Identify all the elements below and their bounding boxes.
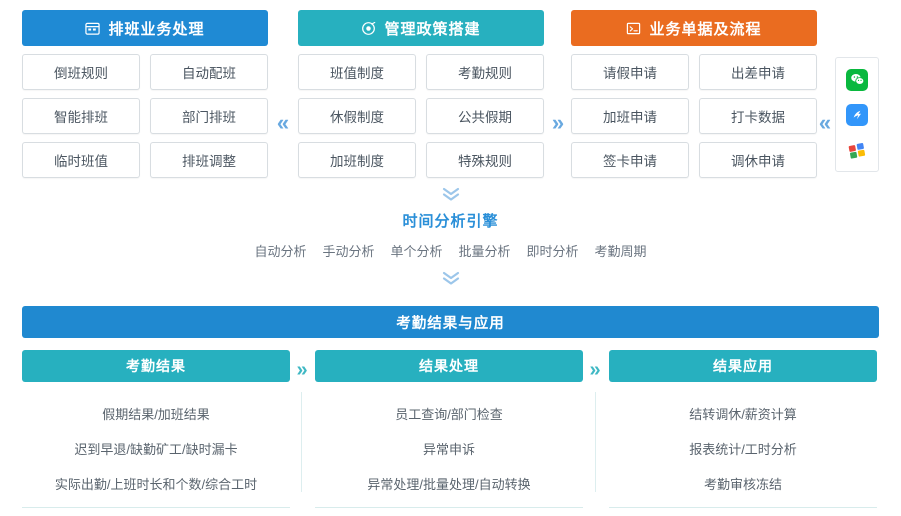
module-cells-documents: 请假申请 出差申请 加班申请 打卡数据 签卡申请 调休申请	[571, 54, 817, 178]
cell-row: 请假申请 出差申请	[571, 54, 817, 90]
engine-title: 时间分析引擎	[402, 213, 499, 230]
cell-row: 加班申请 打卡数据	[571, 98, 817, 134]
cell-item[interactable]: 出差申请	[699, 54, 817, 90]
cell-item[interactable]: 加班申请	[571, 98, 689, 134]
column-divider-1	[301, 392, 302, 492]
cell-item[interactable]: 临时班值	[22, 142, 140, 178]
engine-item[interactable]: 即时分析	[526, 244, 579, 259]
cell-row: 签卡申请 调休申请	[571, 142, 817, 178]
windows-icon[interactable]	[846, 139, 868, 161]
cell-item[interactable]: 加班制度	[298, 142, 416, 178]
result-item: 异常申诉	[422, 442, 475, 457]
cell-item[interactable]: 智能排班	[22, 98, 140, 134]
result-header-attendance-result[interactable]: 考勤结果	[22, 350, 290, 382]
result-list-result-processing: 员工查询/部门检查 异常申诉 异常处理/批量处理/自动转换	[315, 404, 583, 508]
result-item: 异常处理/批量处理/自动转换	[367, 477, 531, 492]
module-title-policy: 管理政策搭建	[384, 20, 481, 38]
calendar-icon	[85, 21, 101, 36]
cell-item[interactable]: 考勤规则	[426, 54, 544, 90]
module-card-policy: 管理政策搭建 班值制度 考勤规则 休假制度 公共假期 加班制度 特殊规则	[298, 10, 544, 186]
separator-chevron-left-2: «	[818, 110, 832, 135]
dingtalk-icon[interactable]	[846, 103, 868, 126]
cell-item[interactable]: 自动配班	[150, 54, 268, 90]
engine-item[interactable]: 考勤周期	[594, 244, 647, 259]
module-cells-policy: 班值制度 考勤规则 休假制度 公共假期 加班制度 特殊规则	[298, 54, 544, 178]
cell-row: 加班制度 特殊规则	[298, 142, 544, 178]
module-title-scheduling: 排班业务处理	[108, 20, 205, 38]
chevron-down-icon-bottom	[0, 270, 901, 288]
result-header-result-processing[interactable]: 结果处理	[315, 350, 583, 382]
result-list-attendance-result: 假期结果/加班结果 迟到早退/缺勤矿工/缺时漏卡 实际出勤/上班时长和个数/综合…	[22, 404, 290, 508]
module-card-scheduling: 排班业务处理 倒班规则 自动配班 智能排班 部门排班 临时班值 排班调整	[22, 10, 268, 186]
result-item: 考勤审核冻结	[703, 477, 782, 492]
module-header-policy[interactable]: 管理政策搭建	[298, 10, 544, 46]
target-icon	[361, 21, 376, 36]
cell-item[interactable]: 签卡申请	[571, 142, 689, 178]
result-item: 结转调休/薪资计算	[689, 407, 797, 422]
cell-row: 班值制度 考勤规则	[298, 54, 544, 90]
cell-row: 临时班值 排班调整	[22, 142, 268, 178]
results-banner: 考勤结果与应用	[22, 306, 879, 338]
result-card-result-application: 结果应用 结转调休/薪资计算 报表统计/工时分析 考勤审核冻结	[609, 350, 877, 508]
cell-item[interactable]: 公共假期	[426, 98, 544, 134]
module-cells-scheduling: 倒班规则 自动配班 智能排班 部门排班 临时班值 排班调整	[22, 54, 268, 178]
cell-item[interactable]: 休假制度	[298, 98, 416, 134]
result-item: 报表统计/工时分析	[689, 442, 797, 457]
column-divider-2	[595, 392, 596, 492]
result-card-result-processing: 结果处理 员工查询/部门检查 异常申诉 异常处理/批量处理/自动转换	[315, 350, 583, 508]
cell-item[interactable]: 班值制度	[298, 54, 416, 90]
separator-chevron-right-1: »	[551, 110, 565, 135]
module-title-documents: 业务单据及流程	[649, 20, 762, 38]
cell-item[interactable]: 倒班规则	[22, 54, 140, 90]
form-icon	[626, 21, 641, 36]
engine-item[interactable]: 单个分析	[390, 244, 443, 259]
engine-item[interactable]: 自动分析	[254, 244, 307, 259]
result-header-result-application[interactable]: 结果应用	[609, 350, 877, 382]
cell-row: 倒班规则 自动配班	[22, 54, 268, 90]
engine-items: 自动分析 手动分析 单个分析 批量分析 即时分析 考勤周期	[0, 241, 901, 260]
result-item: 假期结果/加班结果	[102, 407, 210, 422]
bottom-results-row: 考勤结果 假期结果/加班结果 迟到早退/缺勤矿工/缺时漏卡 实际出勤/上班时长和…	[0, 350, 901, 510]
wechat-icon[interactable]	[846, 68, 868, 91]
module-header-scheduling[interactable]: 排班业务处理	[22, 10, 268, 46]
result-item: 员工查询/部门检查	[395, 407, 503, 422]
cell-item[interactable]: 排班调整	[150, 142, 268, 178]
separator-chevron-right-3: »	[589, 359, 601, 381]
engine-item[interactable]: 手动分析	[322, 244, 375, 259]
cell-row: 休假制度 公共假期	[298, 98, 544, 134]
separator-chevron-right-2: »	[296, 359, 308, 381]
result-item: 迟到早退/缺勤矿工/缺时漏卡	[74, 442, 238, 457]
engine-item[interactable]: 批量分析	[458, 244, 511, 259]
cell-item[interactable]: 请假申请	[571, 54, 689, 90]
cell-item[interactable]: 打卡数据	[699, 98, 817, 134]
cell-item[interactable]: 部门排班	[150, 98, 268, 134]
result-card-attendance-result: 考勤结果 假期结果/加班结果 迟到早退/缺勤矿工/缺时漏卡 实际出勤/上班时长和…	[22, 350, 290, 508]
cell-item[interactable]: 调休申请	[699, 142, 817, 178]
cell-row: 智能排班 部门排班	[22, 98, 268, 134]
app-integration-rail	[835, 57, 879, 172]
cell-item[interactable]: 特殊规则	[426, 142, 544, 178]
module-header-documents[interactable]: 业务单据及流程	[571, 10, 817, 46]
module-card-documents: 业务单据及流程 请假申请 出差申请 加班申请 打卡数据 签卡申请 调休申请	[571, 10, 817, 186]
result-list-result-application: 结转调休/薪资计算 报表统计/工时分析 考勤审核冻结	[609, 404, 877, 508]
time-analysis-engine: 时间分析引擎 自动分析 手动分析 单个分析 批量分析 即时分析 考勤周期	[0, 186, 901, 288]
top-modules-row: 排班业务处理 倒班规则 自动配班 智能排班 部门排班 临时班值 排班调整	[0, 10, 901, 180]
chevron-down-icon-top	[0, 186, 901, 204]
separator-chevron-left-1: «	[276, 110, 290, 135]
result-item: 实际出勤/上班时长和个数/综合工时	[54, 477, 258, 492]
